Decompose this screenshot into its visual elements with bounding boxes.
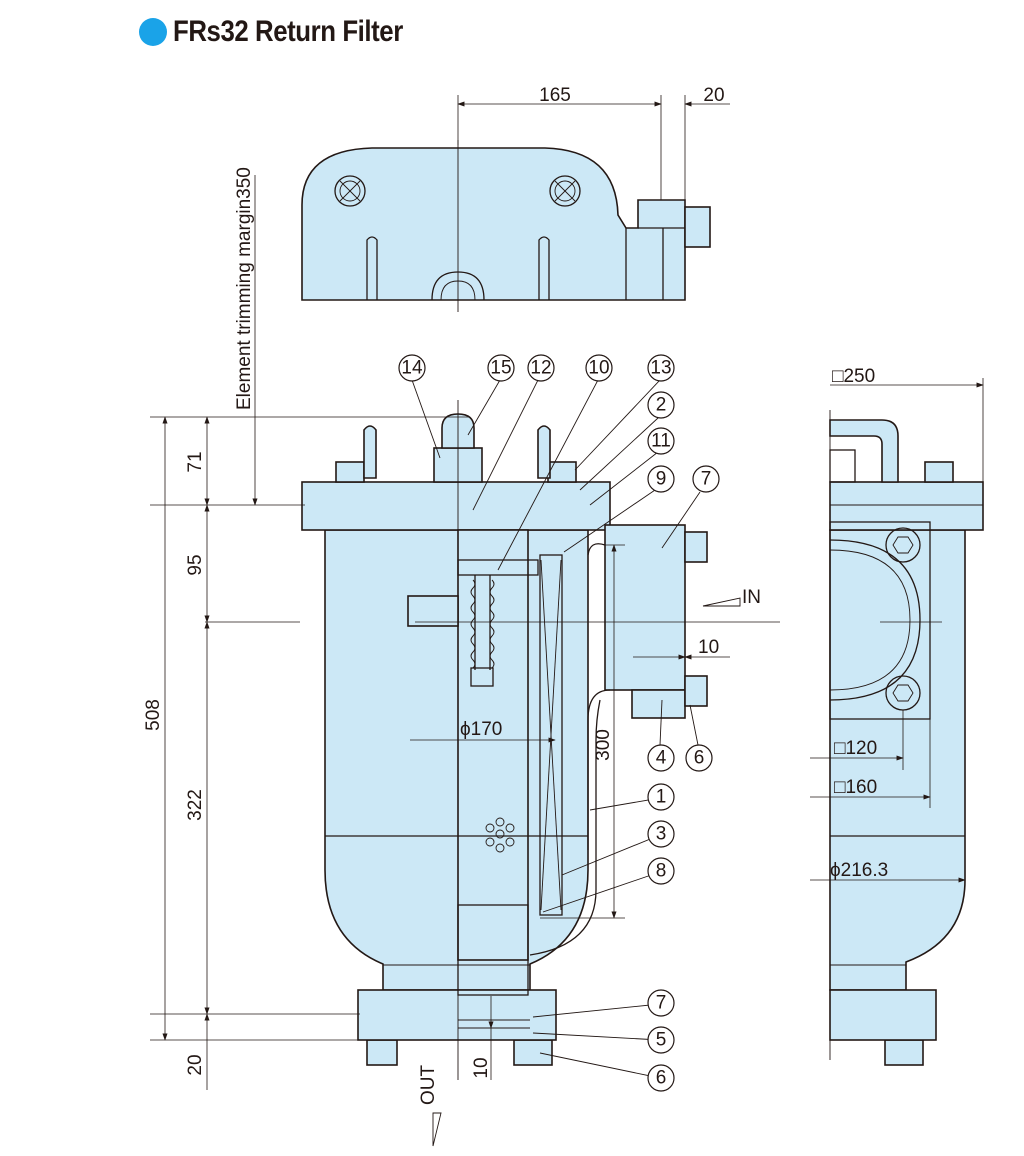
callout-4: 4 — [656, 748, 667, 769]
dim-508: 508 — [143, 699, 164, 731]
dim-square-160: □160 — [834, 777, 877, 798]
page-header: FRs32 Return Filter — [139, 10, 440, 54]
dim-95: 95 — [185, 554, 206, 575]
dim-165: 165 — [539, 85, 571, 106]
dim-300: 300 — [593, 729, 614, 761]
dim-20-port: 20 — [703, 85, 724, 106]
callout-7-top: 7 — [701, 469, 712, 490]
callout-14: 14 — [401, 358, 423, 379]
callout-10: 10 — [588, 358, 609, 379]
callout-2: 2 — [656, 395, 667, 416]
callout-7-bottom: 7 — [656, 993, 667, 1014]
callout-6-bottom: 6 — [656, 1068, 667, 1089]
dim-10-flange: 10 — [698, 637, 719, 658]
callout-3: 3 — [656, 824, 667, 845]
callout-15: 15 — [490, 358, 511, 379]
callout-1: 1 — [656, 787, 667, 808]
side-view: Element trimming margin350 71 95 322 508… — [143, 167, 780, 1147]
callout-12: 12 — [530, 358, 551, 379]
callout-8: 8 — [656, 861, 667, 882]
outlet-label: OUT — [418, 1065, 439, 1106]
top-view: 165 20 — [301, 85, 730, 312]
dim-square-120: □120 — [834, 738, 877, 759]
title-bullet-icon — [139, 18, 167, 46]
dim-322: 322 — [185, 789, 206, 821]
callout-6-top: 6 — [694, 748, 705, 769]
page-title: FRs32 Return Filter — [173, 15, 403, 48]
dim-10-out: 10 — [471, 1057, 492, 1078]
dim-20-base: 20 — [185, 1054, 206, 1075]
end-view: □250 □120 □160 ϕ216.3 — [810, 366, 984, 1066]
callout-9: 9 — [656, 469, 667, 490]
inlet-label: IN — [742, 587, 761, 608]
callout-11: 11 — [651, 431, 671, 452]
dim-71: 71 — [185, 451, 206, 472]
dim-bore-170: ϕ170 — [460, 719, 502, 740]
dim-element-trimming-margin: Element trimming margin350 — [234, 167, 255, 410]
dim-diameter-216: ϕ216.3 — [830, 860, 888, 881]
callout-13: 13 — [650, 358, 671, 379]
dim-square-250: □250 — [832, 366, 875, 387]
callout-5: 5 — [656, 1030, 667, 1051]
